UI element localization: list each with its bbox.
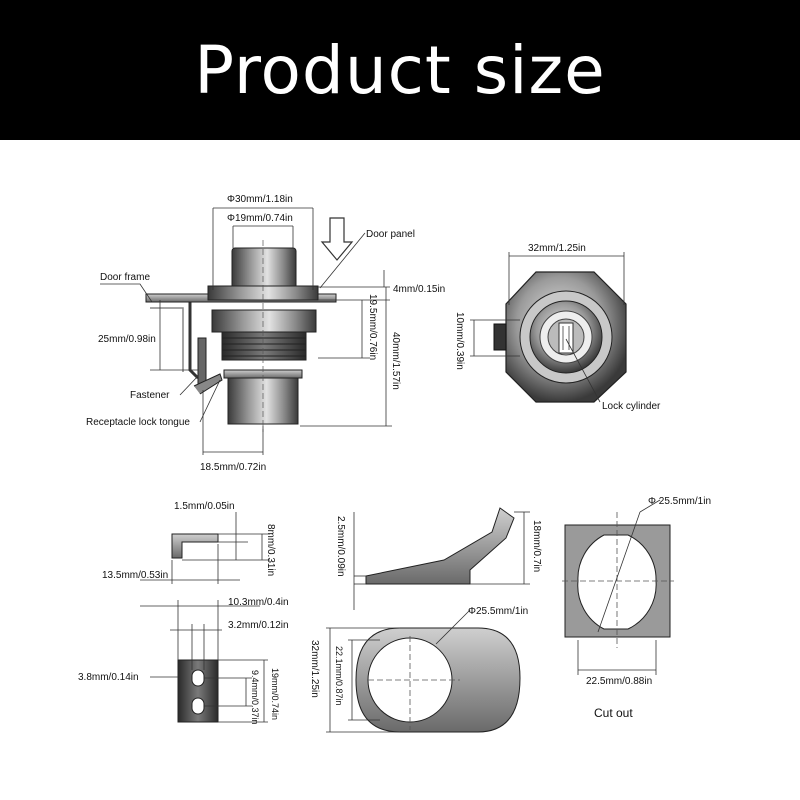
plate-width-label: 10.3mm/0.4in	[228, 597, 289, 608]
plate-height-label: 19mm/0.74in	[270, 668, 280, 720]
page-title: Product size	[194, 31, 606, 109]
technical-drawing: Φ30mm/1.18in Φ19mm/0.74in Door panel Doo…	[78, 194, 711, 733]
panel-thickness-label: 4mm/0.15in	[393, 284, 445, 295]
ring-drawing	[355, 627, 521, 733]
lock-front-drawing	[493, 271, 627, 403]
plate-left-label: 3.8mm/0.14in	[78, 672, 139, 683]
tongue-drawing	[365, 507, 515, 585]
ring-flat-label: 22.1mm/0.87in	[334, 646, 344, 706]
lock-cylinder-label: Lock cylinder	[602, 401, 661, 412]
ring-view: Φ25.5mm/1in 32mm/1.25in 22.1mm/0.87in	[309, 606, 528, 733]
bracket-length-label: 13.5mm/0.53in	[102, 570, 168, 581]
cutout-view: Φ 25.5mm/1in 22.5mm/0.88in Cut out	[562, 496, 711, 720]
ring-height-label: 32mm/1.25in	[309, 640, 320, 698]
fastener-label: Fastener	[130, 390, 170, 401]
thread-length-label: 19.5mm/0.76in	[367, 294, 378, 360]
receptacle-label: Receptacle lock tongue	[86, 417, 190, 428]
inner-diameter-label: Φ19mm/0.74in	[227, 213, 293, 224]
cutout-diameter-label: Φ 25.5mm/1in	[648, 496, 711, 507]
base-width-label: 18.5mm/0.72in	[200, 462, 266, 473]
slot-width-label: 3.2mm/0.12in	[228, 620, 289, 631]
cutout-drawing	[562, 512, 674, 648]
front-width-label: 32mm/1.25in	[528, 243, 586, 254]
front-height-label: 10mm/0.39in	[454, 312, 465, 370]
slotted-plate-drawing	[177, 659, 219, 723]
frame-height-label: 25mm/0.98in	[98, 334, 156, 345]
plate-view: 10.3mm/0.4in 3.2mm/0.12in 3.8mm/0.14in 1…	[78, 597, 289, 725]
door-frame-label: Door frame	[100, 272, 150, 283]
push-arrow-icon	[320, 217, 354, 261]
bracket-thickness-label: 1.5mm/0.05in	[174, 501, 235, 512]
cutout-caption: Cut out	[594, 706, 633, 720]
main-view: Φ30mm/1.18in Φ19mm/0.74in Door panel Doo…	[86, 194, 445, 473]
front-view: 32mm/1.25in 10mm/0.39in Lock cylinder	[454, 243, 661, 412]
tongue-view: 2.5mm/0.09in 18mm/0.7in	[335, 507, 542, 610]
title-banner: Product size	[0, 0, 800, 140]
bracket-height-label: 8mm/0.31in	[265, 524, 276, 576]
tongue-height-label: 18mm/0.7in	[531, 520, 542, 572]
tongue-thickness-label: 2.5mm/0.09in	[335, 516, 346, 577]
lock-body-drawing	[145, 240, 337, 432]
slot-spacing-label: 9.4mm/0.37in	[250, 670, 260, 725]
bracket-view: 1.5mm/0.05in 8mm/0.31in 13.5mm/0.53in	[102, 501, 276, 584]
ring-diameter-label: Φ25.5mm/1in	[468, 606, 528, 617]
door-panel-label: Door panel	[366, 229, 415, 240]
outer-diameter-label: Φ30mm/1.18in	[227, 194, 293, 205]
cutout-flat-label: 22.5mm/0.88in	[586, 676, 652, 687]
total-height-label: 40mm/1.57in	[390, 332, 401, 390]
bracket-drawing	[171, 533, 219, 559]
